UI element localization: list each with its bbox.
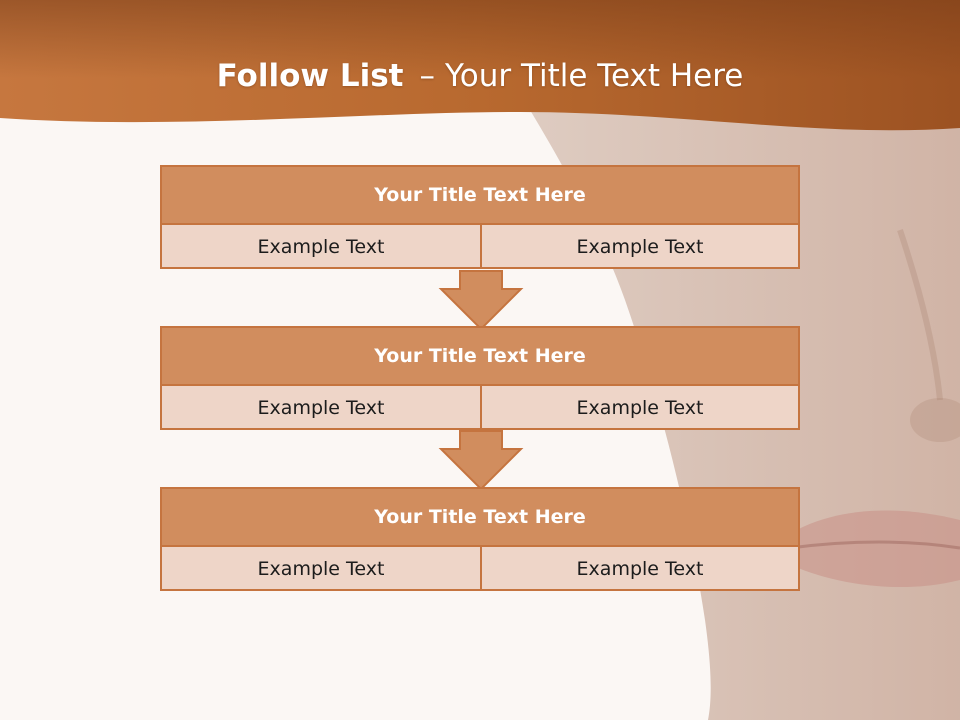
flow-box-left-text: Example Text <box>162 225 482 269</box>
flow-box-title: Your Title Text Here <box>162 328 798 386</box>
title-rest: Your Title Text Here <box>444 58 744 94</box>
flow-box-title: Your Title Text Here <box>162 167 798 225</box>
title-bold: Follow List <box>216 58 404 94</box>
down-arrow-icon <box>438 270 524 331</box>
flow-box-right-text: Example Text <box>576 397 704 419</box>
flow-box-right-text: Example Text <box>576 236 704 258</box>
flow-box-title: Your Title Text Here <box>162 489 798 547</box>
flow-box-1: Your Title Text Here Example Text Exampl… <box>160 165 800 269</box>
header-band <box>0 0 960 131</box>
flow-box-2: Your Title Text Here Example Text Exampl… <box>160 326 800 430</box>
flow-box-left-text: Example Text <box>162 386 482 430</box>
down-arrow-icon <box>438 430 524 491</box>
flow-box-left-text: Example Text <box>162 547 482 591</box>
title-separator: – <box>419 58 435 94</box>
flow-box-3: Your Title Text Here Example Text Exampl… <box>160 487 800 591</box>
flow-box-right-text: Example Text <box>576 558 704 580</box>
slide-title: Follow List–Your Title Text Here <box>0 56 960 96</box>
